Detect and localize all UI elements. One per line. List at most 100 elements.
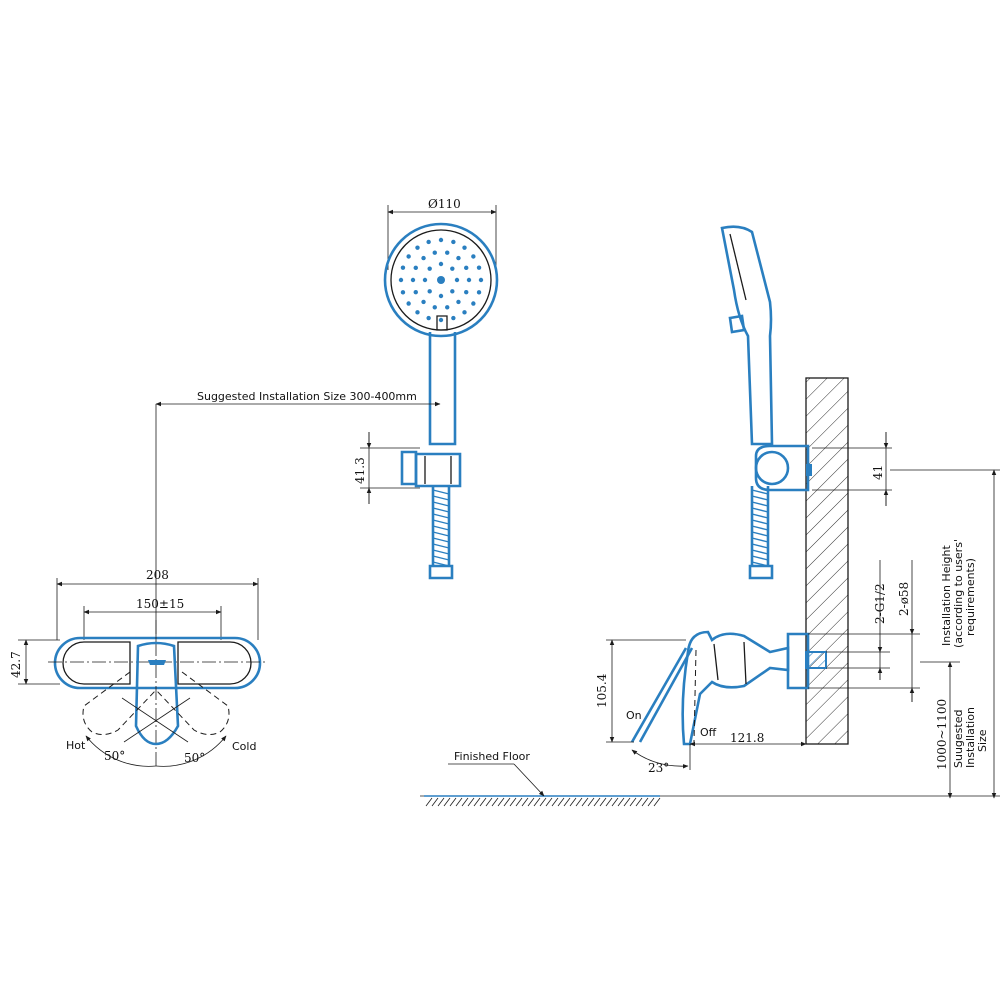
floor-hatch-line [431, 797, 439, 807]
floor-hatch-line [629, 797, 637, 807]
floor-hatch-line [575, 797, 583, 807]
suggested-size-line2: Installation [964, 707, 977, 768]
floor-hatch-line [623, 797, 631, 807]
angle-23-label: 23° [648, 761, 669, 775]
nozzle-dot [415, 310, 420, 315]
suggested-size-label: Suggested Installation Size 300-400mm [197, 390, 417, 403]
nozzle-dot [476, 290, 482, 295]
hose-rib [751, 543, 769, 549]
nozzle-dot [413, 289, 418, 295]
hose-rib [751, 489, 769, 495]
nozzle-dot [466, 277, 472, 283]
hose-ribs [432, 489, 450, 567]
floor-hatch-line [455, 797, 463, 807]
hose-rib [432, 513, 450, 519]
nozzle-dot [438, 293, 444, 299]
floor-hatch-line [599, 797, 607, 807]
nozzle-dot [413, 265, 418, 271]
nozzle-dot [451, 315, 456, 321]
hose-rib [432, 501, 450, 507]
nozzle-dot [410, 277, 416, 283]
floor-hatch-line [545, 797, 553, 807]
finished-floor: Finished Floor [420, 750, 1000, 807]
hose-rib [432, 525, 450, 531]
nozzle-dot [406, 254, 411, 259]
floor-hatch-line [461, 797, 469, 807]
nozzle-dot [438, 237, 444, 243]
floor-hatch-line [551, 797, 559, 807]
diameter-110-label: Ø110 [428, 197, 461, 211]
hose-rib [751, 525, 769, 531]
mixer-front-view: 208 150±15 42.7 Hot Cold 50° 50° [9, 568, 266, 767]
nozzle-dot [398, 277, 404, 283]
nozzle-dot [445, 250, 450, 255]
nozzle-dot [478, 277, 484, 283]
floor-hatch-line [509, 797, 517, 807]
hose-rib [751, 555, 769, 561]
nozzle-dot [456, 255, 461, 261]
floor-hatch-line [617, 797, 625, 807]
holder-height-label: 41.3 [353, 457, 367, 484]
floor-hatch-line [557, 797, 565, 807]
hose-rib [751, 537, 769, 543]
floor-hatch-line [479, 797, 487, 807]
hose-rib [751, 495, 769, 501]
floor-hatch-line [443, 797, 451, 807]
hose-rib [432, 555, 450, 561]
spray-nozzles [398, 237, 484, 323]
nozzle-dot [400, 290, 406, 295]
nozzle-dot [456, 299, 461, 305]
floor-hatch-line [467, 797, 475, 807]
nozzle-dot [464, 265, 469, 271]
bracket-41-label: 41 [871, 465, 885, 480]
side-view: 41 2-G1/2 2-ø58 105.4 On Off 23° [595, 225, 1000, 799]
width-208-label: 208 [146, 568, 169, 582]
install-height-line1: Installation Height [940, 545, 953, 646]
nozzle-dot [432, 250, 437, 255]
floor-hatch-line [473, 797, 481, 807]
floor-hatch-line [533, 797, 541, 807]
hose-rib [751, 501, 769, 507]
install-height-line3: requirements) [964, 558, 977, 636]
floor-hatch-line [437, 797, 445, 807]
floor-hatch-line [491, 797, 499, 807]
floor-hatch-line [515, 797, 523, 807]
nozzle-dot [400, 265, 406, 270]
nozzle-dot [454, 277, 460, 283]
floor-hatch-line [569, 797, 577, 807]
diameter-58-label: 2-ø58 [897, 582, 911, 616]
hose-rib [751, 531, 769, 537]
angle-right-label: 50° [184, 751, 205, 765]
floor-hatch-line [449, 797, 457, 807]
thread-label: 2-G1/2 [873, 583, 887, 624]
cold-label: Cold [232, 740, 256, 753]
floor-hatch-line [593, 797, 601, 807]
floor-hatch-line [605, 797, 613, 807]
nozzle-dot [445, 305, 450, 310]
nozzle-dot [471, 254, 476, 259]
nozzle-dot [406, 301, 411, 306]
floor-hatch-line [563, 797, 571, 807]
floor-hatch-line [539, 797, 547, 807]
floor-hatch-line [611, 797, 619, 807]
hose-rib [751, 519, 769, 525]
install-height-line2: (according to users' [952, 539, 965, 648]
on-label: On [626, 709, 642, 722]
floor-hatch-line [653, 797, 661, 807]
nozzle-dot [427, 266, 432, 271]
nozzle-dot [464, 289, 469, 295]
angle-left-label: 50° [104, 749, 125, 763]
nozzle-dot [450, 266, 455, 271]
range-label: 1000~1100 [935, 699, 949, 770]
centers-label: 150±15 [136, 597, 184, 611]
nozzle-dot [462, 310, 467, 315]
hand-shower-front-view: Ø110 41.3 [353, 197, 499, 580]
floor-hatch-line [485, 797, 493, 807]
nozzle-dot [415, 245, 420, 250]
nozzle-dot [451, 239, 456, 245]
nozzle-dot [421, 255, 426, 261]
hose-rib [432, 543, 450, 549]
suggested-size-line1: Suugested [952, 710, 965, 768]
hose-rib [432, 531, 450, 537]
nozzle-dot [426, 239, 431, 245]
